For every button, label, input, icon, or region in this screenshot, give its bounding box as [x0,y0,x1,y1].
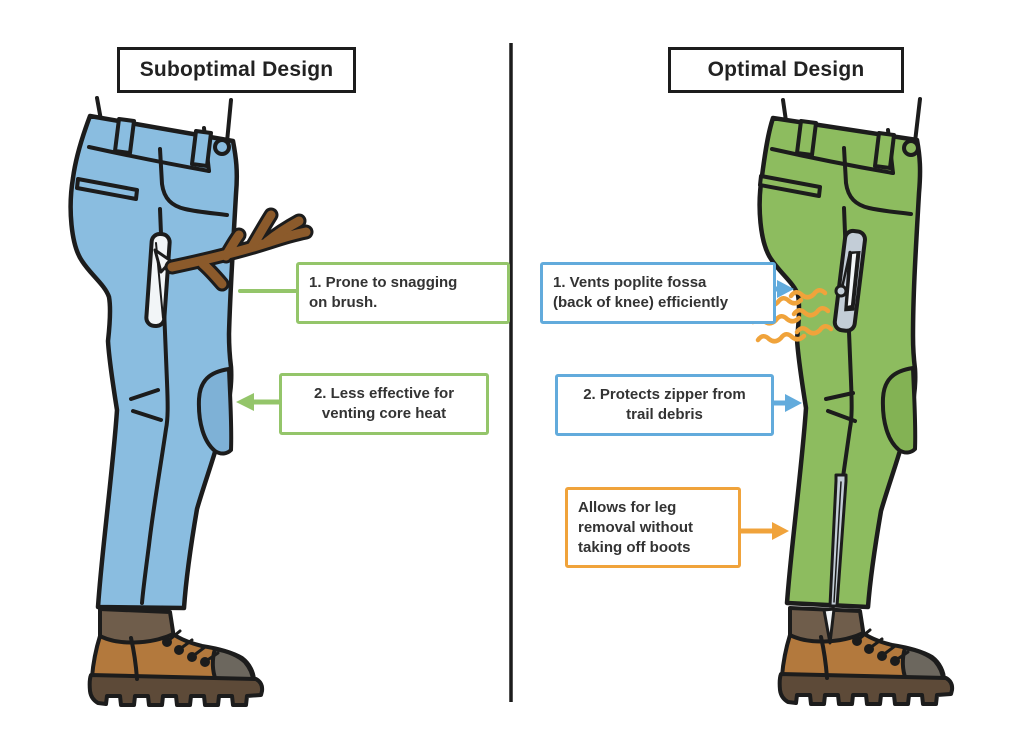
left-panel-title: Suboptimal Design [117,47,356,93]
belt-loop [795,119,818,157]
callout-venting: 2. Less effective for venting core heat [279,373,489,435]
left-boot [87,607,265,707]
belt-loop [873,131,896,170]
callout-text: venting core heat [321,404,447,422]
vent-zipper [832,228,867,333]
thigh-zipper [144,232,177,328]
callout-text: 1. Vents poplite fossa [553,274,707,291]
front-pocket-seam [842,146,913,216]
back-pocket [758,174,822,198]
right-boot [777,606,955,706]
front-pocket-seam [158,147,229,217]
knee-patch [196,367,234,456]
callout-snagging: 1. Prone to snagging on brush. [296,262,510,324]
knee-patch [880,366,918,455]
callout-popliteal-vent: 1. Vents poplite fossa (back of knee) ef… [540,262,776,324]
leg-zipper [822,473,848,645]
blue-pants [68,96,240,611]
callout-text: (back of knee) efficiently [553,293,729,311]
callout-zipper-protection: 2. Protects zipper from trail debris [555,374,774,436]
belt-loop [113,117,136,155]
back-pocket [75,177,139,201]
zipper-pull [822,607,836,645]
right-panel-title: Optimal Design [668,47,904,93]
callout-text: removal without [578,518,694,536]
callout-text: 2. Less effective for [313,385,455,402]
green-pants [757,97,923,610]
callout-leg-removal: Allows for leg removal without taking of… [565,487,741,569]
belt-loop [190,129,213,168]
suboptimal-pants-figure [68,96,314,707]
branch-icon [164,207,314,292]
callout-text: trail debris [626,405,703,423]
callout-text: 2. Protects zipper from [583,386,746,403]
optimal-pants-figure [750,97,955,706]
callout-text: 1. Prone to snagging [309,274,458,291]
callout-text: taking off boots [578,538,691,556]
waist-button [902,139,920,157]
callout-text: on brush. [309,293,378,311]
callout-text: Allows for leg [578,499,677,516]
waist-button [213,138,231,156]
